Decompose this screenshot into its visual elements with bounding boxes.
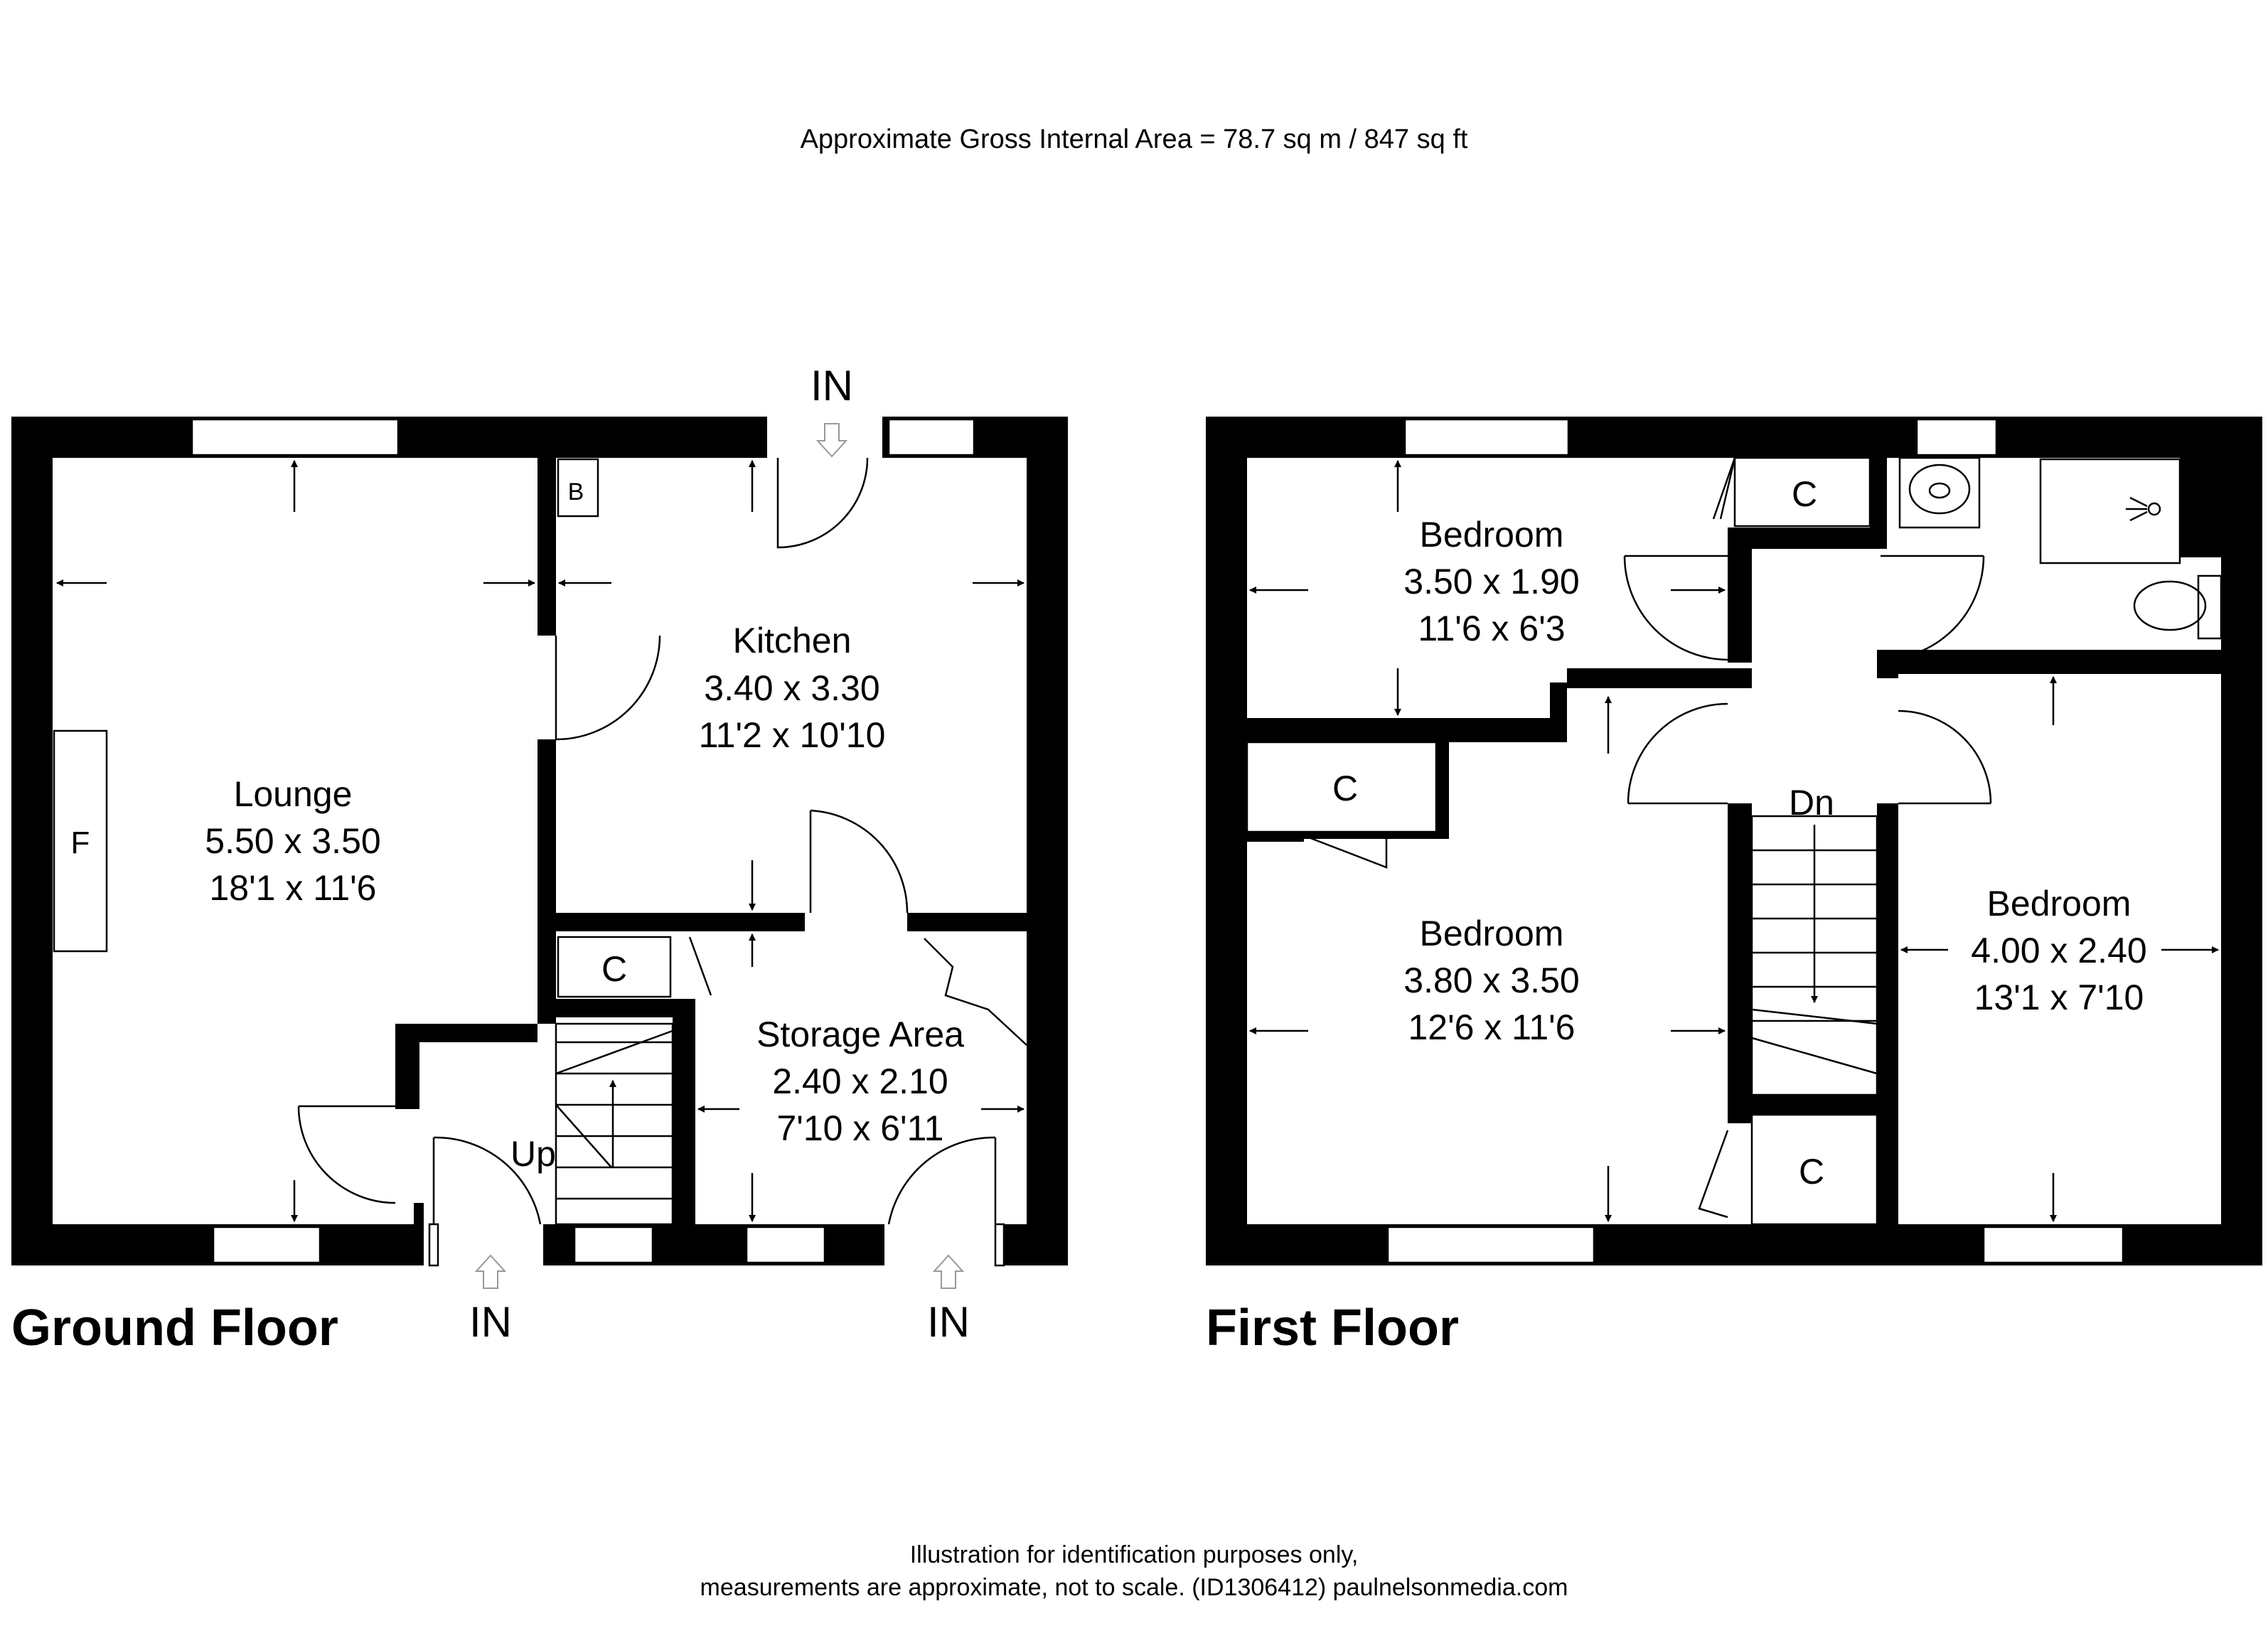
lounge-metric: 5.50 x 3.50 [205,821,380,861]
cupboard-label: C [1332,769,1358,808]
lounge-name: Lounge [234,774,353,814]
first-floor-title: First Floor [1206,1300,1459,1356]
bedroom-top-name: Bedroom [1420,515,1564,555]
entry-arrow-icon [932,1254,965,1289]
stairs-down-label: Dn [1789,783,1834,823]
footer-line-2: measurements are approximate, not to sca… [700,1574,1568,1601]
bedroom-main-metric: 3.80 x 3.50 [1403,960,1579,1000]
stairs-ground [555,1022,674,1226]
fireplace-label: F [71,825,90,860]
bedroom-right-name: Bedroom [1987,884,2131,924]
entry-arrow-icon [474,1254,507,1289]
entrance-label: IN [811,362,853,410]
kitchen-name: Kitchen [733,621,852,660]
bedroom-right-metric: 4.00 x 2.40 [1971,931,2146,970]
cupboard-label: C [601,949,627,989]
boiler-label: B [568,478,584,505]
bathroom-fixtures [1898,456,2222,640]
footer-line-1: Illustration for identification purposes… [910,1541,1359,1568]
storage-name: Storage Area [756,1015,964,1054]
kitchen-imperial: 11'2 x 10'10 [699,715,886,755]
bedroom-right-imperial: 13'1 x 7'10 [1974,978,2144,1017]
stairs-first [1750,815,1878,1096]
storage-imperial: 7'10 x 6'11 [776,1108,943,1148]
ground-floor-plan [11,417,1068,1289]
bedroom-top-metric: 3.50 x 1.90 [1403,562,1579,601]
storage-metric: 2.40 x 2.10 [772,1061,948,1101]
gross-area-text: Approximate Gross Internal Area = 78.7 s… [801,124,1468,154]
first-floor-plan [1206,417,2262,1265]
bedroom-main-name: Bedroom [1420,914,1564,953]
entrance-label: IN [469,1298,512,1346]
bedroom-top-imperial: 11'6 x 6'3 [1418,609,1565,648]
cupboard-label: C [1799,1152,1824,1192]
stairs-up-label: Up [510,1134,556,1174]
entrance-label: IN [927,1298,970,1346]
lounge-imperial: 18'1 x 11'6 [209,868,376,908]
cupboard-label: C [1792,474,1817,514]
entry-arrow-icon [815,423,848,458]
ground-floor-title: Ground Floor [11,1300,338,1356]
bedroom-main-imperial: 12'6 x 11'6 [1408,1007,1575,1047]
kitchen-metric: 3.40 x 3.30 [704,668,879,708]
